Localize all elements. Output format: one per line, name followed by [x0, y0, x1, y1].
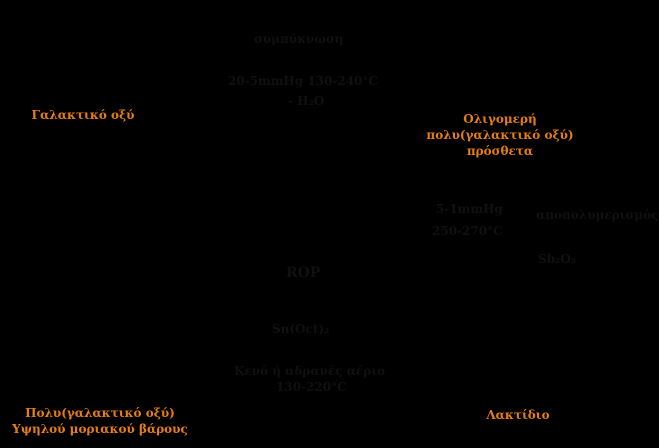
- pla-h-label: H: [70, 363, 80, 377]
- lactic-acid-structure: HO C C O OH H CH3: [26, 3, 163, 105]
- rop-catalyst: Sn(Oct)₂: [272, 322, 330, 336]
- condensation-arrows: [188, 51, 430, 75]
- lactic-h-label: H: [68, 87, 78, 101]
- pla-c-alpha: C: [98, 335, 107, 349]
- lactic-c-carbonyl: C: [119, 33, 128, 47]
- pla-structure: H O C C O OH H CH3 n: [30, 281, 179, 391]
- lactide-structure: H3C O O O O CH3: [416, 297, 604, 391]
- oligomer-oh-end: OH: [564, 49, 583, 63]
- oligomer-c-carbonyl: C: [528, 39, 537, 53]
- pla-name-line-1: Πολυ(γαλακτικό οξύ): [25, 406, 175, 420]
- lactic-oh-label: OH: [144, 48, 163, 62]
- oligomer-o-carbonyl: O: [528, 3, 537, 17]
- depolymerization-temperature: 250-270°C: [432, 224, 503, 238]
- oligomer-n-subscript: n: [562, 103, 570, 117]
- lactide-ketone-o-right: O: [574, 301, 583, 315]
- condensation-label: συμπύκνωση: [254, 32, 344, 46]
- lactide-ring-o-top: O: [510, 297, 519, 311]
- oligomer-name-line-2: πολυ(γαλακτικό οξύ): [426, 128, 574, 142]
- lactide-h3c-label: H3C: [416, 299, 440, 315]
- condensation-conditions: 20-5mmHg 130-240°C: [228, 74, 378, 88]
- lactide-ch3-label: CH3: [580, 375, 604, 391]
- oligomer-name-line-1: Ολιγομερή: [463, 112, 537, 126]
- oligomer-h-label: H: [482, 89, 492, 103]
- rop-title: ROP: [286, 265, 321, 281]
- pla-name-line-2: Υψηλού μοριακού βάρους: [12, 422, 188, 436]
- lactic-acid-name: Γαλακτικό οξύ: [31, 108, 135, 122]
- depolymerization-label: αποπολυμερισμός: [536, 208, 659, 222]
- pla-h-end: H: [30, 321, 40, 335]
- condensation-water-loss: - H₂O: [288, 94, 325, 108]
- pla-oh-end: OH: [160, 321, 179, 335]
- lactic-ch3-label: CH3: [106, 89, 130, 105]
- lactide-ring-o-bottom: O: [510, 373, 519, 387]
- oligomer-c-alpha: C: [510, 61, 519, 75]
- oligomer-o-link: O: [470, 39, 479, 53]
- depolymerization-arrows: [506, 170, 529, 292]
- rop-temperature: 130-220°C: [276, 380, 347, 394]
- pla-ch3-label: CH3: [114, 367, 138, 383]
- pla-c-carbonyl: C: [118, 313, 127, 327]
- oligomer-ch3-label: CH3: [524, 93, 548, 109]
- depolymerization-pressure: 5-1mmHg: [436, 202, 503, 216]
- pla-n-subscript: n: [156, 377, 164, 391]
- rop-arrows: [190, 340, 421, 363]
- pla-o-link: O: [60, 315, 69, 329]
- rop-atmosphere: Κενό ή αδρανές αέριο: [234, 364, 386, 378]
- lactic-ho-label: HO: [26, 38, 45, 52]
- lactic-c-alpha: C: [92, 55, 101, 69]
- pla-o-carbonyl: O: [118, 281, 127, 295]
- lactide-name: Λακτίδιο: [486, 408, 550, 422]
- lactide-ketone-o-left: O: [446, 371, 455, 385]
- oligomer-h-end: H: [440, 46, 450, 60]
- oligomer-structure: H O C C O OH H CH3 n: [440, 3, 583, 117]
- depolymerization-catalyst: Sb₂O₃: [538, 252, 577, 266]
- lactic-o-carbonyl: O: [119, 3, 128, 17]
- oligomer-name-line-3: πρόσθετα: [466, 144, 534, 158]
